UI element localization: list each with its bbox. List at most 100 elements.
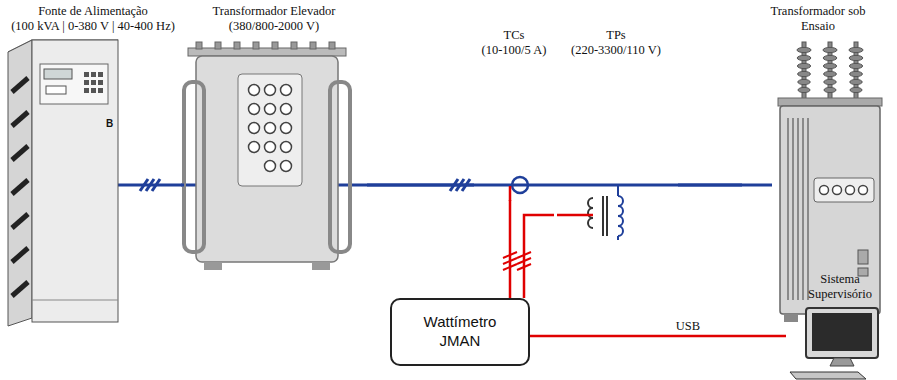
node-title: Wattímetro JMAN [412,313,508,351]
computer [830,358,854,366]
test-transformer [802,118,804,300]
ct-symbol [509,186,512,201]
node-title: Sistema Supervisório [795,272,885,302]
step-up-transformer [238,74,302,186]
step-up-transformer [249,123,260,134]
test-transformer [850,79,862,84]
test-transformer [823,47,837,52]
test-transformer [807,118,809,300]
power-supply-cabinet [32,40,118,322]
power-supply-cabinet [84,72,103,93]
step-up-transformer [310,42,316,49]
power-supply-cabinet [12,78,28,92]
node-subtitle: (10-100/5 A) [474,43,554,58]
power-supply-cabinet [12,112,28,126]
step-up-transformer [204,262,222,270]
test-transformer [823,63,836,68]
test-transformer [859,186,868,195]
node-title: TCs [474,28,554,43]
power-supply-cabinet [84,80,89,85]
step-up-transformer [249,142,260,153]
step-up-transformer [265,104,276,115]
step-up-transformer [188,48,346,56]
power-supply-cabinet [8,40,118,326]
test-transformer [849,55,863,60]
supervisory-system-label: Sistema Supervisório [786,272,894,378]
power-supply-cabinet [40,64,108,104]
power-supply-cabinet [84,72,89,77]
power-supply-cabinet [12,180,28,194]
ct-symbol [510,177,528,201]
step-up-transformer [265,123,276,134]
test-transformer [820,186,829,195]
step-up-transformer [184,42,350,270]
test-transformer [833,186,842,195]
step-up-transformer [196,42,335,49]
signal-lead [530,335,786,338]
vt-symbol [588,198,593,228]
step-up-transformer [291,42,297,49]
brand-mark: B [106,118,113,129]
ct-symbol [512,185,528,193]
computer [812,313,872,351]
vt-symbol [617,185,619,196]
step-up-transformer [253,42,259,49]
test-transformer [797,47,811,52]
lead-marks [503,252,531,270]
test-transformer [824,87,836,92]
test-transformer [798,79,810,84]
test-transformer [797,118,799,300]
power-supply-cabinet [91,72,96,77]
vt-symbol [618,196,623,236]
step-up-transformer [281,123,292,134]
test-transformer [798,71,811,76]
step-up-transformer [265,142,276,153]
power-supply-cabinet [12,78,28,296]
step-up-transformer [249,85,292,172]
step-up-transformer-label: Transformador Elevador(380/800-2000 V) [181,4,367,268]
power-line [181,184,184,187]
test-transformer [797,55,811,60]
test-transformer [849,47,863,52]
vt-label: TPs(220-3300/110 V) [554,28,678,240]
power-supply-cabinet [84,88,89,93]
test-transformer [849,63,862,68]
step-up-transformer [329,42,335,49]
computer [790,372,866,379]
test-transformer [798,87,810,92]
node-subtitle: (100 kVA | 0-380 V | 40-400 Hz) [2,19,184,34]
power-supply-cabinet [32,300,118,301]
step-up-transformer [184,82,204,252]
node-title: Transformador Elevador [181,4,367,19]
step-up-transformer [234,42,240,49]
power-line [678,184,742,187]
test-transformer [858,250,868,264]
test-transformer [792,118,794,300]
wattmeter-box: Wattímetro JMAN [390,298,530,366]
power-bus [152,179,160,191]
power-supply-cabinet [46,86,66,94]
test-transformer [797,63,810,68]
power-supply-cabinet [98,72,103,77]
step-up-transformer [196,42,202,49]
power-supply-cabinet [12,146,28,160]
ct-symbol [512,177,528,185]
test-transformer [823,55,837,60]
node-subtitle: (380/800-2000 V) [181,19,367,34]
test-transformer [820,186,868,195]
computer [790,308,878,379]
power-supply-cabinet [98,88,103,93]
power-supply-cabinet [91,80,96,85]
test-transformer [824,79,836,84]
node-title: Fonte de Alimentação [2,4,184,19]
step-up-transformer [249,85,260,96]
ct-label: TCs(10-100/5 A) [474,28,554,200]
signal-lead [509,200,512,298]
test-transformer-label: Transformador sob Ensaio [742,4,894,322]
step-up-transformer [281,85,292,96]
step-up-transformer [281,142,292,153]
power-supply-cabinet [12,282,28,296]
test-transformer [824,71,837,76]
test-transformer [814,178,874,202]
